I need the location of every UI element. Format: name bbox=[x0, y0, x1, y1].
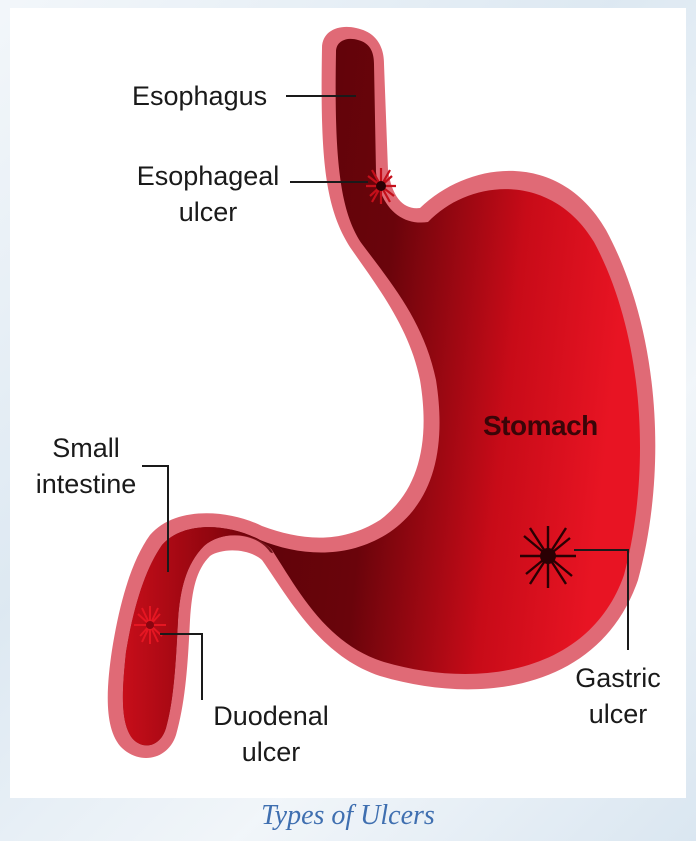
esophagus-label: Esophagus bbox=[132, 78, 267, 114]
esophageal-ulcer-label: Esophageal ulcer bbox=[134, 158, 282, 230]
gastric-ulcer-label: Gastric ulcer bbox=[568, 660, 668, 732]
duodenal-ulcer-label: Duodenal ulcer bbox=[206, 698, 336, 770]
duodenal-ulcer-label-line2: ulcer bbox=[206, 734, 336, 770]
esophageal-ulcer-label-line1: Esophageal bbox=[134, 158, 282, 194]
stomach-label: Stomach bbox=[483, 410, 598, 442]
small-intestine-label-line1: Small bbox=[28, 430, 144, 466]
figure-caption: Types of Ulcers bbox=[0, 800, 696, 832]
gastric-ulcer-label-line1: Gastric bbox=[568, 660, 668, 696]
duodenal-ulcer-label-line1: Duodenal bbox=[206, 698, 336, 734]
small-intestine-label-line2: intestine bbox=[28, 466, 144, 502]
esophageal-ulcer-label-line2: ulcer bbox=[134, 194, 282, 230]
gastric-ulcer-label-line2: ulcer bbox=[568, 696, 668, 732]
small-intestine-label: Small intestine bbox=[28, 430, 144, 502]
